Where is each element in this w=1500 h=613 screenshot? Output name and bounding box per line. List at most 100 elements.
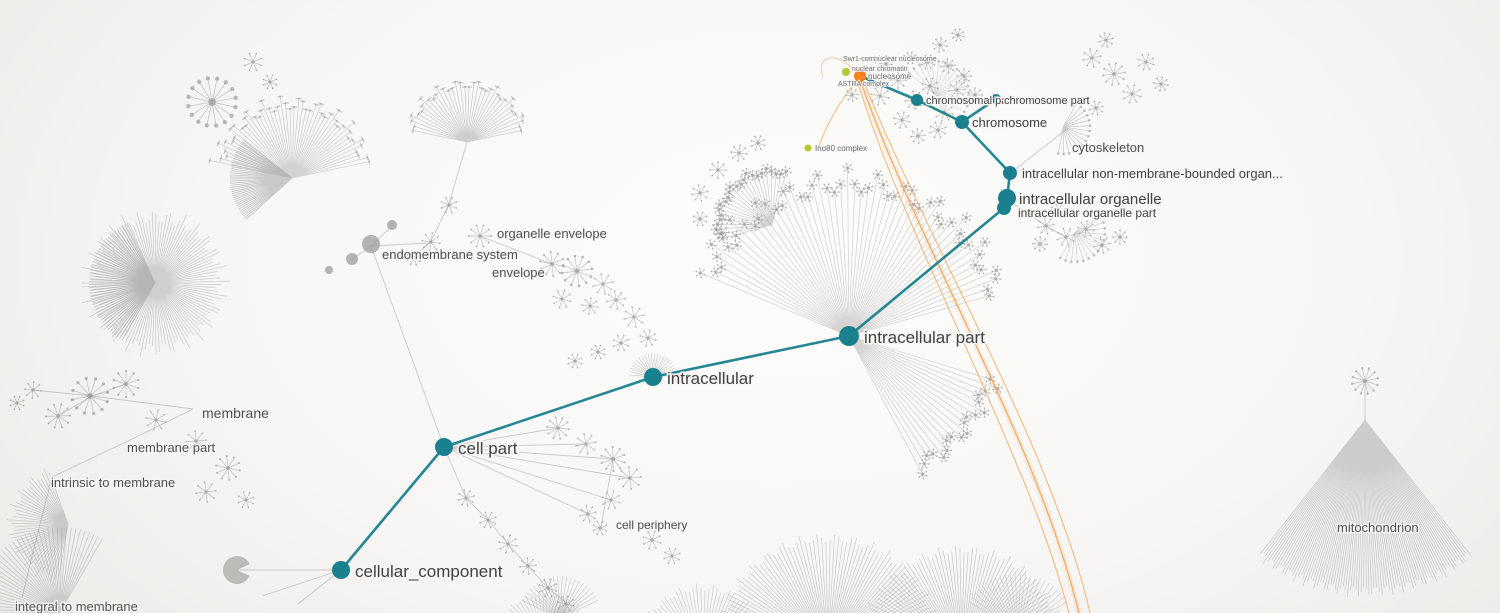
fan-tip-star xyxy=(829,188,839,197)
node-cell_part[interactable] xyxy=(435,438,453,456)
star-dots xyxy=(935,195,946,207)
node-nucleosome_sel[interactable] xyxy=(854,70,866,82)
star-dots xyxy=(720,196,731,207)
star-dots xyxy=(932,37,948,53)
gray-label-2: envelope xyxy=(492,265,545,280)
star-dots xyxy=(715,214,727,225)
glyph-star xyxy=(1352,368,1378,394)
star-dots xyxy=(712,251,722,263)
gray-label-4: membrane part xyxy=(127,440,216,455)
fan-spokes xyxy=(720,533,938,613)
fan-tip-star xyxy=(936,220,946,229)
fan-tip-star xyxy=(981,386,990,396)
glyph-star xyxy=(692,185,708,201)
star-dots xyxy=(44,403,72,429)
star-dots xyxy=(781,165,792,177)
fan-tip-star xyxy=(778,200,787,211)
node-intracellular[interactable] xyxy=(644,368,662,386)
glyph-star xyxy=(889,71,907,89)
glyph-star xyxy=(607,291,625,309)
fan-tip-star xyxy=(836,179,846,189)
fan-spokes xyxy=(1057,103,1091,155)
star-dots xyxy=(1112,229,1128,245)
star-dots xyxy=(921,77,939,95)
star-dots xyxy=(806,180,818,191)
star-dots xyxy=(940,58,956,74)
star-dots xyxy=(237,491,255,509)
fan-tip-star xyxy=(822,183,832,193)
gray-label-9: integral to membrane xyxy=(15,599,138,613)
star-dots xyxy=(956,432,967,443)
fan-tip-star xyxy=(976,265,986,274)
node-cellular_component[interactable] xyxy=(332,561,350,579)
glyph-star xyxy=(1112,229,1128,245)
match-node-0[interactable] xyxy=(842,68,850,76)
teal-edge xyxy=(442,375,655,449)
node-intracellular_part[interactable] xyxy=(839,326,859,346)
star-dots xyxy=(691,184,709,202)
star-dots xyxy=(956,68,972,84)
fan-tip-star xyxy=(918,469,927,479)
fan-tip-star xyxy=(757,168,767,179)
star-dots xyxy=(795,191,806,203)
label-cell_part: cell part xyxy=(458,439,518,458)
node-chromosome[interactable] xyxy=(955,115,969,129)
fan-tip-star xyxy=(753,214,763,224)
glyph-star xyxy=(845,88,859,102)
glyph-star xyxy=(1078,221,1094,237)
star-dots xyxy=(592,273,614,295)
star-dots xyxy=(714,225,730,241)
star-dots xyxy=(990,273,1002,284)
glyph-star xyxy=(1123,85,1141,103)
fan-tip-star xyxy=(696,268,705,278)
star-dots xyxy=(185,430,207,452)
glyph-disk xyxy=(387,220,397,230)
match-node-1[interactable] xyxy=(804,144,812,152)
star-dots xyxy=(715,199,726,210)
fan-tip-star xyxy=(955,229,965,239)
star-dots xyxy=(567,353,583,369)
star-dots xyxy=(740,167,752,179)
star-dots xyxy=(1032,236,1048,252)
glyph-star xyxy=(238,492,254,508)
tiny-label-0: Swr1-complex xyxy=(843,56,888,63)
star-dots xyxy=(695,267,706,279)
star-dots xyxy=(262,74,278,90)
glyph-star xyxy=(904,52,916,64)
fan-tip-star xyxy=(959,418,969,428)
gray-label-3: membrane xyxy=(202,405,269,421)
fan-tip-star xyxy=(992,266,1001,275)
star-dots xyxy=(1093,236,1111,254)
fan-tip-star xyxy=(919,459,929,468)
teal-edge xyxy=(847,206,1006,338)
star-dots xyxy=(918,459,930,469)
node-chromosome_part[interactable] xyxy=(991,94,1001,104)
star-dots xyxy=(753,213,764,224)
star-dots xyxy=(849,178,861,189)
star-dots xyxy=(879,57,893,71)
fan-tip-star xyxy=(732,240,742,250)
star-dots xyxy=(592,520,608,536)
star-dots xyxy=(932,211,944,223)
star-dots xyxy=(215,455,241,481)
star-dots xyxy=(893,111,911,129)
star-dots xyxy=(878,179,889,190)
star-dots xyxy=(951,28,965,42)
node-intracellular_organelle[interactable] xyxy=(998,189,1016,207)
star-dots xyxy=(1122,84,1142,104)
star-dots xyxy=(606,290,626,310)
star-dots xyxy=(713,204,724,215)
fan-spokes xyxy=(700,167,997,337)
gray-label-0: organelle envelope xyxy=(497,226,607,241)
fan-tip-star xyxy=(723,193,734,203)
node-chromosomal_part[interactable] xyxy=(911,94,923,106)
fan-tip-star xyxy=(725,215,735,224)
node-intracellular_nmbo[interactable] xyxy=(1003,166,1017,180)
fan-tip-star xyxy=(933,212,943,222)
star-dots xyxy=(723,186,734,198)
glyph-star xyxy=(871,87,889,105)
glyph-star xyxy=(580,506,596,522)
fan-tip-star xyxy=(721,197,731,207)
